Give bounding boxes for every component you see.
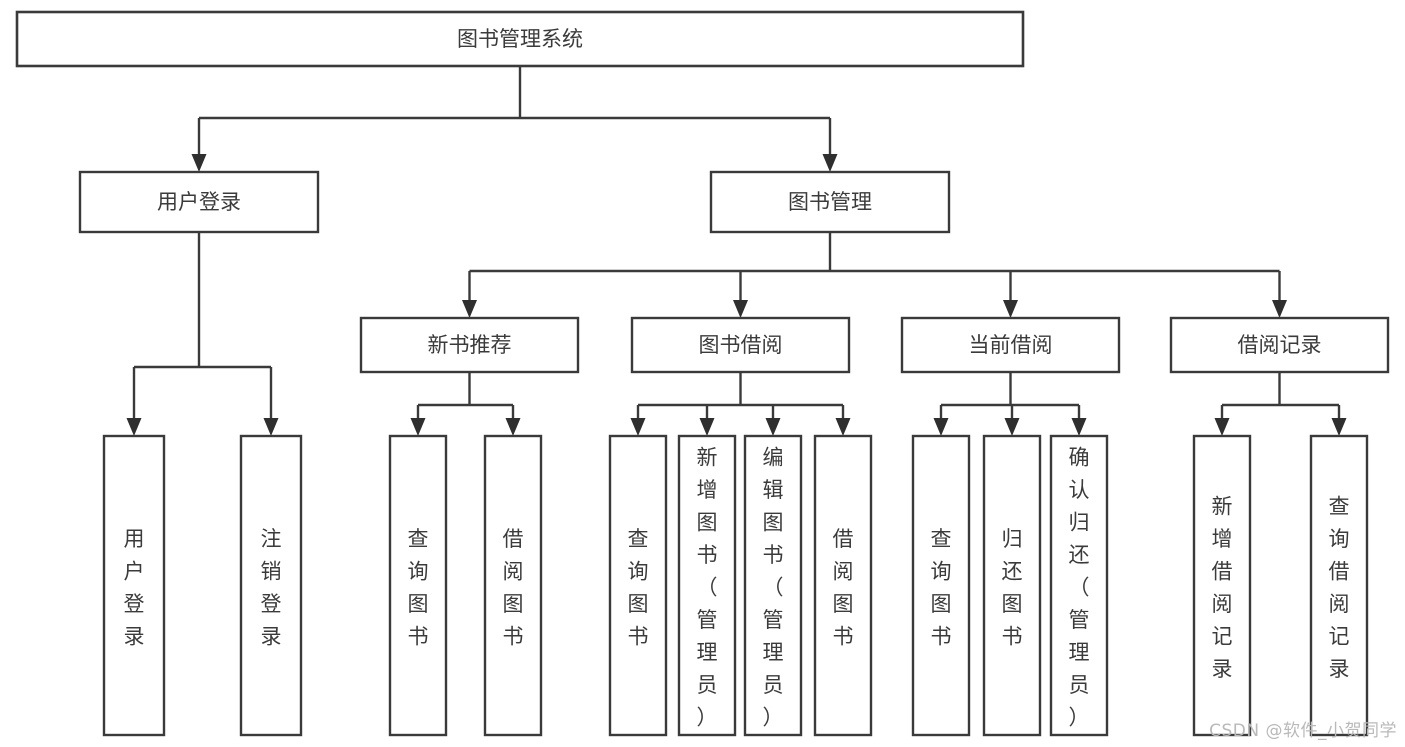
node-label-cb-return-book: 归还图书 [1002,527,1023,649]
node-label-nbr-query-book: 查询图书 [408,527,429,649]
arrow-head-icon [835,418,851,436]
arrow-head-icon [933,418,949,436]
arrow-head-icon [1331,418,1347,436]
node-book-borrow[interactable]: 图书借阅 [630,316,851,374]
node-label-logout-do: 注销登录 [261,527,282,649]
node-box-current-borrow[interactable] [900,316,1121,374]
node-nbr-borrow-book[interactable]: 借阅图书 [483,434,543,737]
node-br-add-record[interactable]: 新增借阅记录 [1192,434,1252,737]
node-box-borrow-record[interactable] [1169,316,1390,374]
node-label-new-book-recommend: 新书推荐 [428,333,512,357]
node-label-br-add-record: 新增借阅记录 [1212,494,1233,681]
arrow-head-icon [765,418,781,436]
node-box-user-login[interactable] [78,170,320,234]
node-label-current-borrow: 当前借阅 [969,333,1053,357]
arrow-head-icon [1272,300,1287,318]
node-bb-add-book[interactable]: 新增图书（管理员） [677,434,737,737]
node-label-user-login: 用户登录 [157,190,241,214]
node-label-br-query-record: 查询借阅记录 [1329,494,1350,681]
node-logout-do[interactable]: 注销登录 [239,434,303,737]
arrow-head-icon [1003,300,1018,318]
node-box-nbr-query-book[interactable] [388,434,448,737]
node-box-login-do[interactable] [102,434,166,737]
node-box-bb-edit-book[interactable] [743,434,803,737]
arrow-head-icon [1071,418,1087,436]
arrow-head-icon [191,154,207,172]
arrow-head-icon [699,418,715,436]
node-box-cb-query-book[interactable] [911,434,971,737]
connectors-layer [126,66,1347,436]
arrow-head-icon [410,418,426,436]
csdn-watermark: CSDN @软件_小贺同学 [1209,721,1397,741]
nodes-layer: 图书管理系统用户登录用户登录注销登录图书管理新书推荐查询图书借阅图书图书借阅查询… [15,10,1390,737]
node-box-br-query-record[interactable] [1309,434,1369,737]
node-box-root[interactable] [15,10,1025,68]
node-borrow-record[interactable]: 借阅记录 [1169,316,1390,374]
node-nbr-query-book[interactable]: 查询图书 [388,434,448,737]
node-label-borrow-record: 借阅记录 [1238,333,1322,357]
node-label-cb-query-book: 查询图书 [931,527,952,649]
node-cb-confirm-return[interactable]: 确认归还（管理员） [1049,434,1109,737]
node-box-book-manage[interactable] [709,170,951,234]
arrow-head-icon [1214,418,1230,436]
node-label-cb-confirm-return: 确认归还（管理员） [1069,446,1090,730]
node-bb-borrow-book[interactable]: 借阅图书 [813,434,873,737]
arrow-head-icon [630,418,646,436]
node-label-bb-borrow-book: 借阅图书 [833,527,854,649]
node-login-do[interactable]: 用户登录 [102,434,166,737]
arrow-head-icon [822,154,838,172]
node-bb-edit-book[interactable]: 编辑图书（管理员） [743,434,803,737]
arrow-head-icon [126,418,142,436]
node-box-logout-do[interactable] [239,434,303,737]
node-box-book-borrow[interactable] [630,316,851,374]
node-br-query-record[interactable]: 查询借阅记录 [1309,434,1369,737]
node-box-br-add-record[interactable] [1192,434,1252,737]
node-box-bb-query-book[interactable] [608,434,668,737]
node-label-bb-edit-book: 编辑图书（管理员） [763,446,784,730]
arrow-head-icon [1004,418,1020,436]
node-box-bb-borrow-book[interactable] [813,434,873,737]
node-root[interactable]: 图书管理系统 [15,10,1025,68]
node-cb-query-book[interactable]: 查询图书 [911,434,971,737]
arrow-head-icon [462,300,477,318]
node-box-cb-confirm-return[interactable] [1049,434,1109,737]
node-label-login-do: 用户登录 [124,527,145,649]
node-new-book-recommend[interactable]: 新书推荐 [359,316,580,374]
node-user-login[interactable]: 用户登录 [78,170,320,234]
node-label-bb-add-book: 新增图书（管理员） [697,446,718,730]
node-box-cb-return-book[interactable] [982,434,1042,737]
node-current-borrow[interactable]: 当前借阅 [900,316,1121,374]
node-label-nbr-borrow-book: 借阅图书 [503,527,524,649]
arrow-head-icon [263,418,279,436]
node-label-root: 图书管理系统 [457,27,583,51]
node-box-nbr-borrow-book[interactable] [483,434,543,737]
node-bb-query-book[interactable]: 查询图书 [608,434,668,737]
node-book-manage[interactable]: 图书管理 [709,170,951,234]
node-cb-return-book[interactable]: 归还图书 [982,434,1042,737]
node-box-new-book-recommend[interactable] [359,316,580,374]
node-label-bb-query-book: 查询图书 [628,527,649,649]
node-label-book-manage: 图书管理 [788,190,872,214]
arrow-head-icon [505,418,521,436]
node-label-book-borrow: 图书借阅 [699,333,783,357]
arrow-head-icon [733,300,748,318]
node-box-bb-add-book[interactable] [677,434,737,737]
